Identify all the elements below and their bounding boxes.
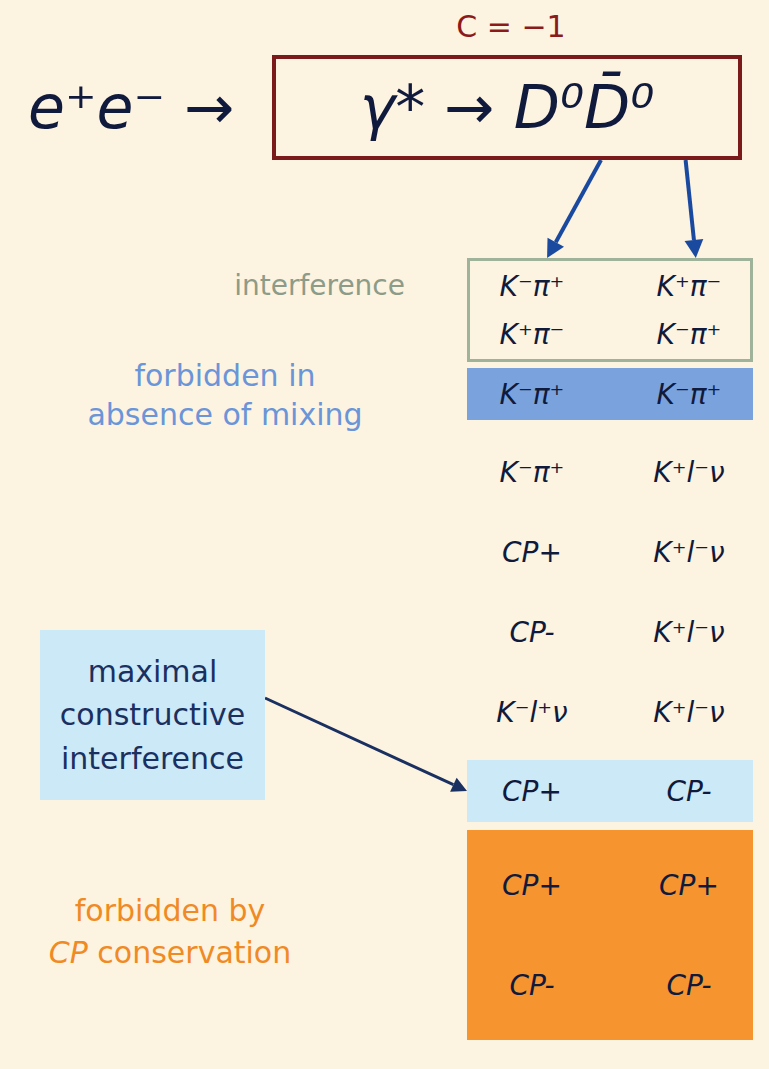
- arrowhead: [450, 778, 467, 792]
- table-cell: K⁻π⁺: [657, 378, 722, 411]
- word: maximal: [88, 654, 218, 689]
- connector-line: [265, 698, 453, 785]
- arrowhead: [547, 238, 564, 258]
- table-cell: K⁻π⁺: [500, 270, 565, 303]
- connector-line: [556, 160, 601, 242]
- interference-box: K⁻π⁺ K⁺π⁻ K⁺π⁻ K⁻π⁺: [467, 258, 753, 362]
- mixing-band: K⁻π⁺ K⁻π⁺: [467, 368, 753, 420]
- word: constructive: [60, 697, 245, 732]
- word: forbidden: [134, 358, 278, 393]
- word: by: [228, 893, 265, 928]
- charge-parity-heading: C = −1: [456, 9, 565, 44]
- word: absence: [87, 397, 212, 432]
- table-cell: K⁺π⁻: [500, 318, 565, 351]
- table-cell: CP+: [659, 869, 719, 902]
- callout-text: maximal constructive interference: [60, 650, 245, 781]
- group-label: interference: [150, 270, 405, 302]
- callout-box: maximal constructive interference: [40, 630, 265, 800]
- table-cell: K⁺l⁻ν: [653, 456, 724, 489]
- table-cell: CP-: [666, 969, 711, 1002]
- connector-line: [686, 160, 694, 240]
- word: mixing: [261, 397, 363, 432]
- connector-arrow: [265, 698, 467, 792]
- table-cell: CP-: [509, 969, 554, 1002]
- table-cell: CP-: [666, 775, 711, 808]
- table-cell: K⁺l⁻ν: [653, 696, 724, 729]
- group-label: forbidden in absence of mixing: [35, 356, 415, 434]
- table-cell: K⁻π⁺: [657, 318, 722, 351]
- table-cell: K⁻l⁺ν: [496, 696, 567, 729]
- arrowhead: [685, 239, 704, 258]
- word: CP: [49, 935, 88, 970]
- word: interference: [61, 741, 244, 776]
- word: forbidden: [75, 893, 219, 928]
- table-cell: K⁻π⁺: [500, 456, 565, 489]
- table-cell: CP+: [502, 869, 562, 902]
- word: conservation: [97, 935, 291, 970]
- group-label: forbidden by CP conservation: [20, 890, 320, 974]
- constructive-band: CP+ CP-: [467, 760, 753, 822]
- table-cell: K⁺π⁻: [657, 270, 722, 303]
- table-cell: CP+: [502, 775, 562, 808]
- table-cell: K⁻π⁺: [500, 378, 565, 411]
- word: in: [288, 358, 315, 393]
- table-cell: CP-: [509, 616, 554, 649]
- table-cell: K⁺l⁻ν: [653, 536, 724, 569]
- forbidden-band: CP+ CP+ CP- CP-: [467, 830, 753, 1040]
- initial-state: e⁺e⁻ →: [28, 59, 235, 156]
- connector-arrow: [685, 160, 704, 258]
- process-box: C = −1γ* → D⁰D̄⁰: [272, 55, 742, 160]
- table-cell: CP+: [502, 536, 562, 569]
- process-formula: γ* → D⁰D̄⁰: [276, 59, 738, 156]
- word: of: [222, 397, 251, 432]
- connector-arrow: [547, 160, 601, 258]
- table-cell: K⁺l⁻ν: [653, 616, 724, 649]
